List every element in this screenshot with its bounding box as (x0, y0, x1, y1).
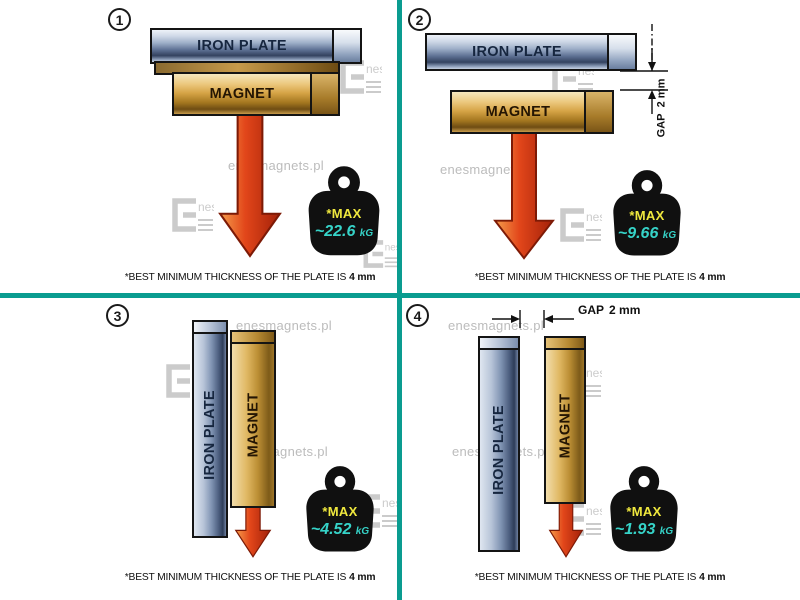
magnet: MAGNET (172, 72, 340, 116)
panel-number-badge: 3 (106, 304, 129, 327)
iron-plate-label: IRON PLATE (197, 38, 287, 54)
caption-bold: 4 mm (699, 272, 726, 283)
iron-plate: IRON PLATE (150, 28, 362, 64)
max-value: ~1.93 (614, 520, 656, 538)
caption-text: *BEST MINIMUM THICKNESS OF THE PLATE IS (124, 272, 347, 283)
enes-logo-watermark: nes (336, 58, 385, 101)
svg-text:nes: nes (382, 496, 398, 510)
enes-logo-text: nes (198, 200, 214, 214)
iron-plate-end-face (607, 35, 635, 69)
weight-icon: *MAX ~4.52 kG (300, 462, 380, 558)
panel-number: 3 (113, 307, 122, 324)
weight-icon: *MAX ~22.6 kG (302, 162, 386, 262)
magnet: MAGNET (230, 330, 276, 508)
max-value: ~4.52 (310, 520, 352, 538)
iron-plate-label: IRON PLATE (472, 44, 562, 60)
caption-bold: 4 mm (349, 272, 376, 283)
magnet-label: MAGNET (485, 104, 551, 120)
panel-number: 2 (415, 11, 424, 28)
svg-text:nes: nes (366, 62, 382, 76)
unit-label: kG (662, 229, 677, 241)
caption-text: *BEST MINIMUM THICKNESS OF THE PLATE IS (474, 272, 697, 283)
panel-number-badge: 2 (408, 8, 431, 31)
iron-plate-end-face (332, 30, 360, 62)
iron-plate-top-face (480, 338, 518, 350)
panel-number-badge: 4 (406, 304, 429, 327)
magnet-top-face (232, 332, 274, 344)
force-arrow-icon (493, 132, 555, 260)
iron-plate: IRON PLATE (478, 336, 520, 552)
iron-plate: IRON PLATE (425, 33, 637, 71)
magnet-label: MAGNET (245, 392, 262, 458)
magnet-end-face (584, 92, 612, 132)
max-label: *MAX (629, 208, 665, 224)
enes-logo-watermark: nes (556, 206, 605, 249)
unit-label: kG (659, 525, 674, 537)
caption-text: *BEST MINIMUM THICKNESS OF THE PLATE IS (474, 572, 697, 583)
max-value: ~22.6 (314, 223, 356, 240)
magnet: MAGNET (544, 336, 586, 504)
max-value: ~9.66 (617, 224, 659, 242)
svg-text:nes: nes (586, 504, 602, 518)
magnet-top-face (546, 338, 584, 350)
caption-bold: 4 mm (349, 572, 376, 583)
watermark-site: enesmagnets.pl (236, 318, 332, 333)
gap-dimension (492, 310, 574, 328)
gap-label: GAP 2 mm (655, 78, 667, 138)
force-arrow-icon (218, 114, 282, 258)
svg-text:nes: nes (385, 243, 398, 254)
magnet-label: MAGNET (209, 86, 275, 102)
unit-label: kG (355, 525, 370, 537)
iron-plate-label: IRON PLATE (491, 405, 508, 495)
svg-text:nes: nes (586, 366, 602, 380)
divider-horizontal (0, 293, 800, 298)
iron-plate-top-face (194, 322, 226, 334)
panel-number-badge: 1 (108, 8, 131, 31)
svg-text:nes: nes (586, 210, 602, 224)
weight-icon: *MAX ~9.66 kG (607, 166, 687, 262)
panel-number: 1 (115, 11, 124, 28)
enes-logo-watermark: nes (168, 196, 217, 239)
caption-text: *BEST MINIMUM THICKNESS OF THE PLATE IS (124, 572, 347, 583)
magnet-label: MAGNET (557, 393, 574, 459)
iron-plate: IRON PLATE (192, 320, 228, 538)
panel-number: 4 (413, 307, 422, 324)
max-label: *MAX (322, 504, 358, 520)
magnet: MAGNET (450, 90, 614, 134)
magnet-end-face (310, 74, 338, 114)
max-label: *MAX (626, 504, 662, 520)
caption-bold: 4 mm (699, 572, 726, 583)
gap-dimension (620, 24, 668, 114)
max-label: *MAX (326, 206, 362, 221)
unit-label: kG (359, 228, 374, 239)
weight-icon: *MAX ~1.93 kG (604, 462, 684, 558)
iron-plate-label: IRON PLATE (202, 390, 219, 480)
divider-vertical (397, 0, 402, 600)
